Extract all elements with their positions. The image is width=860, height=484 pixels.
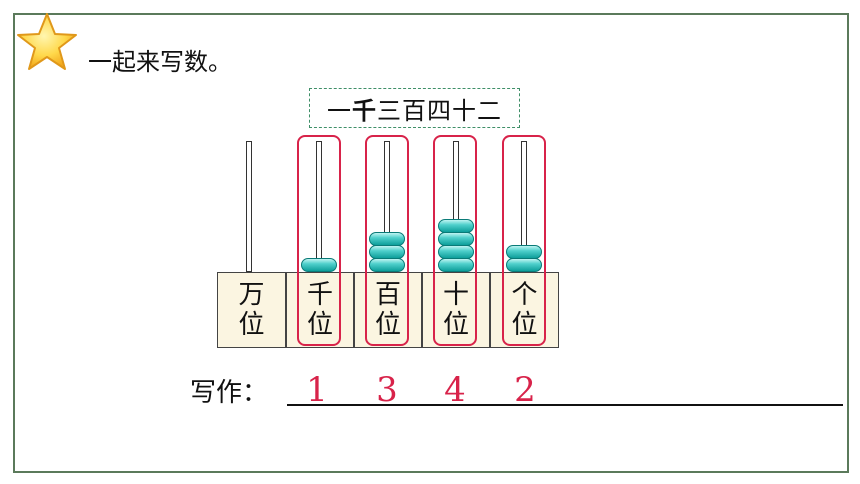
write-as-label: 写作： — [190, 378, 269, 408]
abacus-rod-ten-thousands — [246, 141, 252, 272]
number-words-part1: 一 — [327, 96, 352, 125]
place-ten-thousands-char1: 万 — [238, 280, 265, 310]
number-words-box: 一千三百四十二 — [309, 88, 520, 128]
highlight-thousands — [297, 135, 341, 346]
answer-line — [287, 404, 843, 406]
answer-digit-thousands: 1 — [306, 370, 328, 410]
highlight-tens — [433, 135, 477, 346]
place-ten-thousands: 万 位 — [217, 272, 286, 348]
number-words-thousand: 千 — [352, 95, 377, 125]
number-words-rest: 三百四十二 — [377, 96, 502, 125]
place-ones: 个 位 — [490, 272, 559, 348]
place-thousands-char2: 位 — [306, 310, 333, 340]
answer-digit-ones: 2 — [514, 370, 536, 410]
place-ones-char2: 位 — [511, 310, 538, 340]
highlight-ones — [502, 135, 546, 346]
place-thousands-char1: 千 — [306, 280, 333, 310]
answer-digit-tens: 4 — [444, 370, 466, 410]
place-ones-char1: 个 — [511, 280, 538, 310]
bead-hundreds-3 — [369, 232, 405, 246]
instruction-text: 一起来写数。 — [88, 48, 232, 76]
place-hundreds-char2: 位 — [374, 310, 401, 340]
place-tens-char1: 十 — [442, 280, 469, 310]
highlight-hundreds — [365, 135, 409, 346]
bead-ones-2 — [506, 245, 542, 259]
place-tens-char2: 位 — [442, 310, 469, 340]
place-hundreds-char1: 百 — [374, 280, 401, 310]
answer-digit-hundreds: 3 — [376, 370, 398, 410]
bead-tens-4 — [438, 219, 474, 233]
place-ten-thousands-char2: 位 — [238, 310, 265, 340]
star-icon — [17, 13, 77, 70]
bead-thousands-1 — [301, 258, 337, 272]
slide-frame — [13, 13, 849, 473]
